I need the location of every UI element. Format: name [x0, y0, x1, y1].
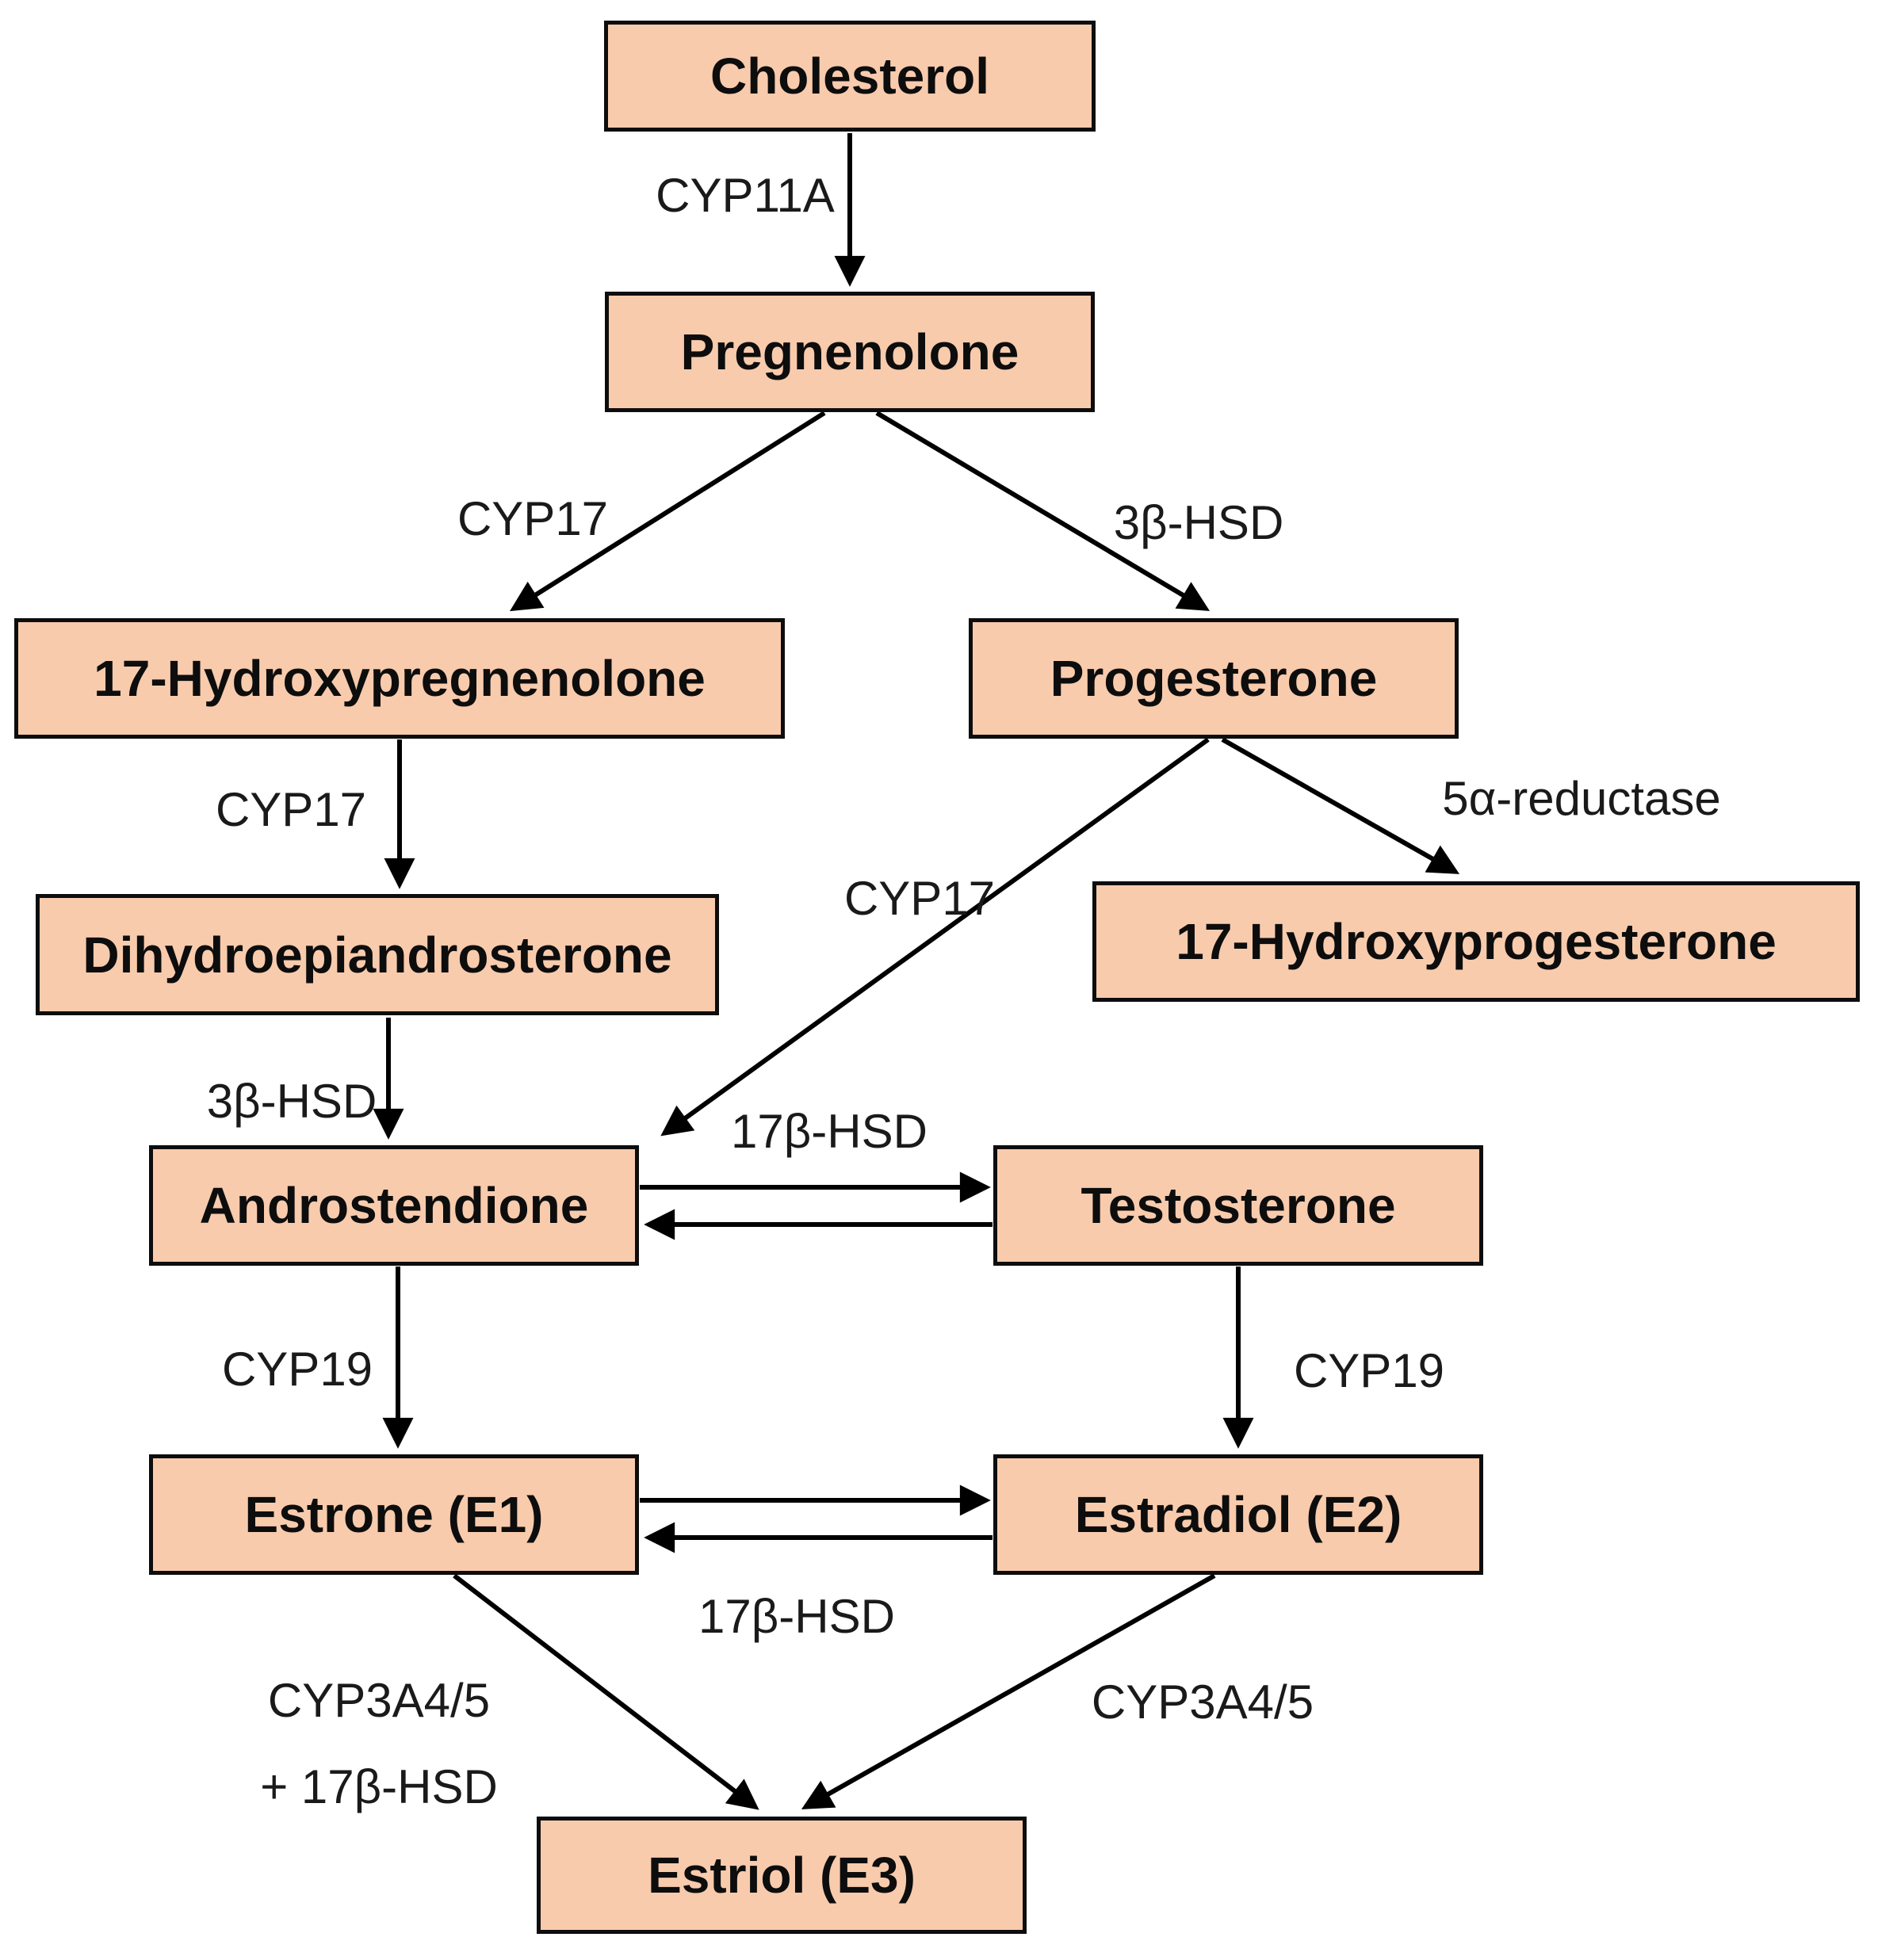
node-17-hydroxypregnenolone: 17-Hydroxypregnenolone [14, 618, 785, 739]
node-estriol-e3: Estriol (E3) [537, 1817, 1027, 1934]
node-estradiol-e2: Estradiol (E2) [993, 1454, 1483, 1575]
enzyme-label-cyp19-androstendione-estrone: CYP19 [221, 1343, 373, 1396]
enzyme-label-cyp3a45-plus-17b-hsd: CYP3A4/5 + 17β-HSD [260, 1657, 498, 1830]
node-dihydroepiandrosterone: Dihydroepiandrosterone [36, 894, 719, 1015]
arrow-progesterone-to-17-hydroxyprogesterone [1221, 737, 1460, 874]
enzyme-label-3b-hsd-dhea: 3β-HSD [206, 1075, 377, 1128]
enzyme-label-17b-hsd-estrone-estradiol: 17β-HSD [698, 1590, 895, 1643]
enzyme-label-cyp3a45-estradiol-estriol: CYP3A4/5 [1091, 1675, 1314, 1729]
node-estrone-e1: Estrone (E1) [149, 1454, 639, 1575]
enzyme-label-cyp11a: CYP11A [656, 169, 835, 222]
enzyme-label-cyp19-testosterone-estradiol: CYP19 [1293, 1344, 1445, 1397]
node-androstendione: Androstendione [149, 1145, 639, 1266]
enzyme-label-cyp17-pregnenolone-branch: CYP17 [457, 492, 609, 545]
enzyme-label-cyp3a45-line1: CYP3A4/5 [267, 1673, 491, 1727]
enzyme-label-cyp17-progesterone: CYP17 [843, 872, 996, 925]
node-testosterone: Testosterone [993, 1145, 1483, 1266]
enzyme-label-cyp3a45-line2: + 17β-HSD [260, 1760, 498, 1813]
enzyme-label-17b-hsd-androstendione-testosterone: 17β-HSD [731, 1105, 928, 1158]
node-progesterone: Progesterone [969, 618, 1459, 739]
enzyme-label-3b-hsd-pregnenolone-branch: 3β-HSD [1113, 496, 1284, 549]
enzyme-label-5a-reductase: 5α-reductase [1442, 772, 1721, 825]
node-cholesterol: Cholesterol [604, 21, 1096, 132]
node-pregnenolone: Pregnenolone [605, 292, 1095, 412]
enzyme-label-cyp17-hydroxypregnenolone: CYP17 [215, 783, 367, 836]
node-17-hydroxyprogesterone: 17-Hydroxyprogesterone [1092, 881, 1860, 1002]
